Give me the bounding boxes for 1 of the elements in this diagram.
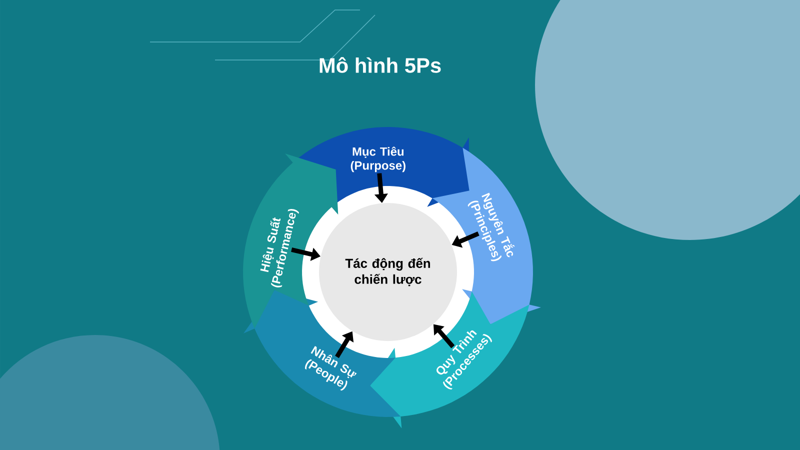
title: Mô hình 5Ps <box>320 57 441 73</box>
